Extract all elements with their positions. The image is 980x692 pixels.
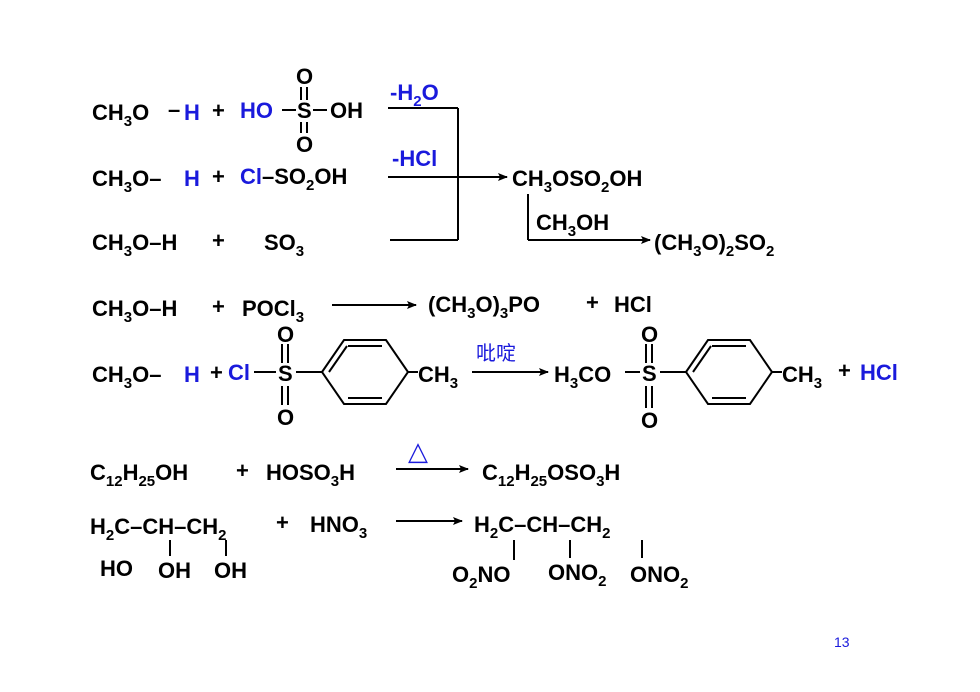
reaction-7: H2C–CH–CH2 HO OH OH + HNO3 H2C–CH–CH2 O2… [90, 510, 688, 592]
plus-sign: + [276, 510, 289, 535]
reaction-2: CH3O– H + Cl –SO2OH -HCl [92, 146, 508, 196]
plus-sign: + [210, 360, 223, 385]
sulfur-atom: S [642, 361, 657, 386]
methanol-label: CH3O– [92, 166, 161, 196]
methanol-label: CH3O–H [92, 296, 177, 326]
reactive-h: H [184, 166, 200, 191]
phosphoryl-chloride: POCl3 [242, 296, 304, 326]
page-number: 13 [834, 634, 850, 650]
sulfuric-ho: HO [240, 98, 273, 123]
reaction-4: CH3O–H + POCl3 (CH3O)3PO + HCl [92, 290, 652, 326]
reaction-3: CH3O–H + SO3 [92, 108, 459, 260]
trimethyl-phosphate: (CH3O)3PO [428, 292, 540, 322]
methanol-reagent: CH3OH [536, 210, 609, 240]
hcl-byproduct: HCl [860, 360, 898, 385]
oxo-top: O [277, 322, 294, 347]
plus-sign: + [586, 290, 599, 315]
reaction-6: C12H25OH + HOSO3H △ C12H25OSO3H [90, 436, 620, 490]
nitrate-1: O2NO [452, 562, 510, 592]
plus-sign: + [212, 98, 225, 123]
benzene-ring [684, 339, 774, 405]
glycerol-chain: H2C–CH–CH2 [90, 514, 227, 544]
oxo-bottom: O [277, 405, 294, 430]
hydroxyl-2: OH [158, 558, 191, 583]
nitroglycerin-chain: H2C–CH–CH2 [474, 512, 611, 542]
hcl-byproduct: HCl [614, 292, 652, 317]
reactive-h: H [184, 362, 200, 387]
oxo-bottom: O [296, 132, 313, 157]
sulfuric-acid: HOSO3H [266, 460, 355, 490]
product-branch: CH3OSO2OH CH3OH (CH3O)2SO2 [512, 166, 774, 260]
water-loss-label: -H2O [390, 80, 439, 110]
nitric-acid: HNO3 [310, 512, 367, 542]
methyl-group: CH3 [418, 362, 458, 392]
plus-sign: + [212, 228, 225, 253]
oxo-bottom: O [641, 408, 658, 433]
dimethyl-sulfate: (CH3O)2SO2 [654, 230, 774, 260]
bond-dash: – [168, 97, 180, 122]
hydroxyl-3: OH [214, 558, 247, 583]
pyridine-condition: 吡啶 [476, 341, 516, 365]
dodecanol: C12H25OH [90, 460, 188, 490]
plus-sign: + [212, 164, 225, 189]
reactive-h: H [184, 100, 200, 125]
sulfur-trioxide: SO3 [264, 230, 304, 260]
nitrate-2: ONO2 [548, 560, 606, 590]
methoxy-group: H3CO [554, 362, 611, 392]
chloro-atom: Cl [228, 360, 250, 385]
methyl-hydrogen-sulfate: CH3OSO2OH [512, 166, 642, 196]
dodecyl-hydrogen-sulfate: C12H25OSO3H [482, 460, 620, 490]
reaction-1: CH3O – H + HO S OH O O -H2O [92, 64, 458, 157]
reaction-5: CH3O– H + Cl S O O CH3 吡啶 H3CO S O O [92, 322, 898, 433]
sulfur-atom: S [297, 98, 312, 123]
methanol-label: CH3O [92, 100, 149, 130]
hydroxyl-1: HO [100, 556, 133, 581]
heat-symbol: △ [408, 436, 428, 466]
oxo-top: O [296, 64, 313, 89]
sulfuric-oh: OH [330, 98, 363, 123]
plus-sign: + [212, 294, 225, 319]
methanol-label: CH3O– [92, 362, 161, 392]
chlorosulfonic-acid: –SO2OH [262, 164, 347, 194]
chloro-atom: Cl [240, 164, 262, 189]
sulfur-atom: S [278, 361, 293, 386]
methanol-label: CH3O–H [92, 230, 177, 260]
plus-sign: + [838, 358, 851, 383]
methyl-group: CH3 [782, 362, 822, 392]
oxo-top: O [641, 322, 658, 347]
benzene-ring [320, 339, 410, 405]
plus-sign: + [236, 458, 249, 483]
hcl-loss-label: -HCl [392, 146, 437, 171]
nitrate-3: ONO2 [630, 562, 688, 592]
